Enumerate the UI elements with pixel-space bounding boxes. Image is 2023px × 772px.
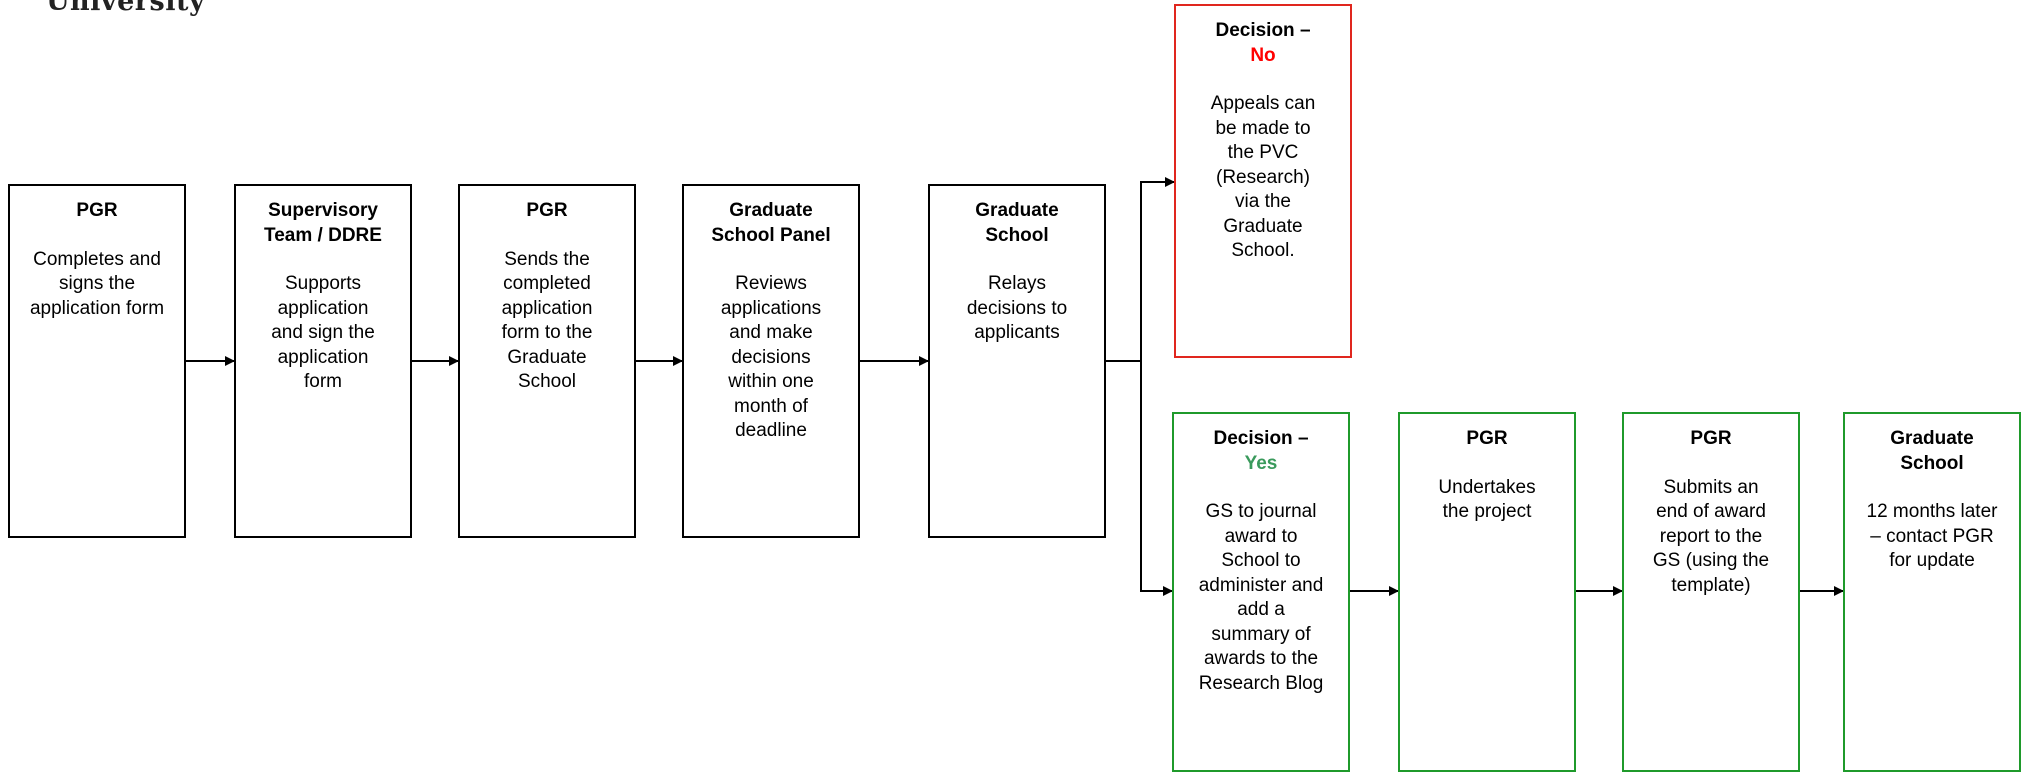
decision-outcome-no: No bbox=[1250, 44, 1276, 66]
step-pgr-completes: PGR Completes and signs the application … bbox=[8, 184, 186, 538]
step-graduate-school-relays: Graduate School Relays decisions to appl… bbox=[928, 184, 1106, 538]
step-pgr-submits: PGR Submits an end of award report to th… bbox=[1622, 412, 1800, 772]
decision-title: Decision – bbox=[1213, 428, 1309, 449]
step-body: Completes and signs the application form bbox=[29, 248, 165, 319]
step-title: PGR bbox=[1466, 428, 1508, 449]
step-title: Graduate School bbox=[1890, 428, 1974, 474]
step-graduate-school-panel: Graduate School Panel Reviews applicatio… bbox=[682, 184, 860, 538]
step-pgr-sends: PGR Sends the completed application form… bbox=[458, 184, 636, 538]
decision-yes-box: Decision – Yes GS to journal award to Sc… bbox=[1172, 412, 1350, 772]
step-title: PGR bbox=[526, 200, 568, 221]
university-logo-text: University bbox=[46, 0, 206, 17]
step-body: Submits an end of award report to the GS… bbox=[1652, 476, 1770, 596]
decision-title: Decision – bbox=[1215, 20, 1311, 41]
step-body: Sends the completed application form to … bbox=[501, 248, 593, 393]
step-body: Undertakes the project bbox=[1438, 476, 1536, 523]
step-pgr-undertakes: PGR Undertakes the project bbox=[1398, 412, 1576, 772]
step-title: PGR bbox=[76, 200, 118, 221]
step-graduate-school-followup: Graduate School 12 months later – contac… bbox=[1843, 412, 2021, 772]
decision-outcome-yes: Yes bbox=[1244, 452, 1278, 474]
step-title: Supervisory Team / DDRE bbox=[264, 200, 382, 246]
step-body: Supports application and sign the applic… bbox=[271, 273, 375, 392]
decision-no-box: Decision – No Appeals can be made to the… bbox=[1174, 4, 1352, 358]
step-supervisory-team: Supervisory Team / DDRE Supports applica… bbox=[234, 184, 412, 538]
decision-body: Appeals can be made to the PVC (Research… bbox=[1210, 93, 1316, 261]
step-body: 12 months later – contact PGR for update bbox=[1866, 501, 1998, 571]
step-title: Graduate School bbox=[975, 200, 1059, 246]
step-body: Reviews applications and make decisions … bbox=[720, 273, 822, 441]
step-title: PGR bbox=[1690, 428, 1732, 449]
arrow-5-split-up bbox=[1106, 177, 1175, 362]
step-body: Relays decisions to applicants bbox=[966, 273, 1068, 343]
decision-body: GS to journal award to School to adminis… bbox=[1198, 501, 1324, 694]
step-title: Graduate School Panel bbox=[711, 200, 831, 246]
arrow-5-split-down bbox=[1140, 361, 1173, 596]
